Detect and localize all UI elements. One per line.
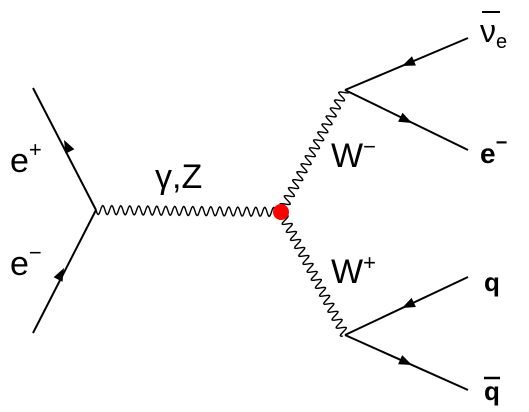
quark-label: q (484, 267, 500, 297)
positron-line (32, 87, 97, 211)
positron-arrow (64, 140, 75, 154)
antineutrino-label: νe (480, 13, 507, 53)
antineutrino-arrow (402, 56, 416, 66)
electron-out-label: e− (480, 132, 507, 169)
antiquark-arrow (398, 355, 412, 365)
electron-in-line (32, 209, 97, 334)
e-minus-label: e− (10, 240, 42, 283)
triple-gauge-vertex (273, 204, 289, 220)
antiquark-label: q (484, 376, 500, 406)
electron-out-arrow (398, 112, 412, 123)
gamma-z-propagator (95, 204, 282, 218)
w-minus-propagator (279, 91, 350, 214)
propagator-label: γ,Z (155, 158, 202, 196)
quark-arrow (402, 297, 416, 308)
w-plus-propagator (277, 211, 347, 337)
fermion-arrows (53, 56, 416, 365)
electron-in-arrow (53, 268, 64, 282)
e-plus-label: e+ (10, 137, 42, 180)
w-minus-label: W− (331, 134, 376, 175)
w-plus-label: W+ (331, 250, 376, 291)
